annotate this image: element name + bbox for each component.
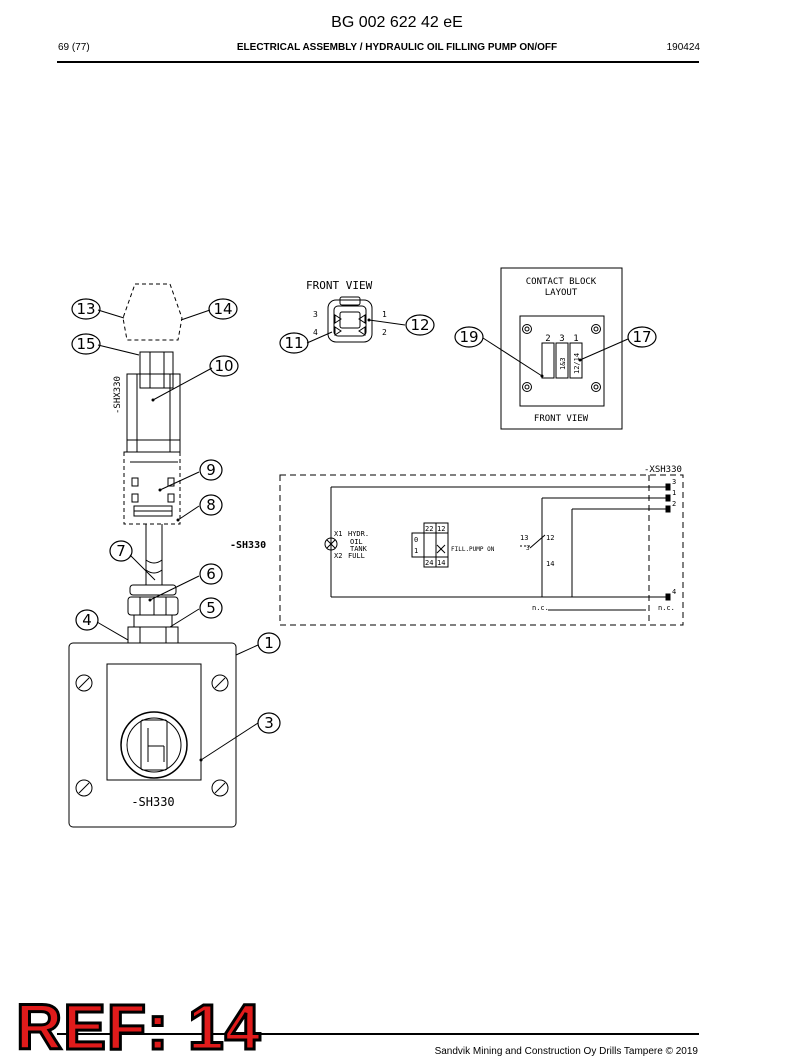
lamp-text-4: FULL [348,552,365,560]
wiring-diagram [279,474,684,626]
callout-10: 10 [214,357,233,375]
switch-14-label: 14 [546,560,554,568]
terminal-1-label: 1 [672,489,676,497]
callout-14: 14 [213,300,232,318]
contact-cell-1: 1&3 [559,357,567,370]
footer-rule [57,1033,699,1035]
pin-3-label: 3 [313,310,318,319]
callout-11: 11 [284,334,303,352]
lamp-text-2: OIL [350,538,363,546]
contact-number-3: 3 [559,334,564,344]
page-number: 69 (77) [58,42,90,53]
callout-13: 13 [76,300,95,318]
relay-12-label: 12 [437,525,445,533]
relay-1-label: 1 [414,547,418,555]
nc-label-1: n.c. [532,604,549,612]
relay-24-label: 24 [425,559,433,567]
callout-3: 3 [264,714,274,732]
lamp-text-1: HYDR. [348,530,369,538]
relay-0-label: 0 [414,536,418,544]
switch-3-label: 3 [526,545,530,552]
page-title: ELECTRICAL ASSEMBLY / HYDRAULIC OIL FILL… [236,42,558,53]
connector-id-label: -SHX330 [113,376,123,414]
callout-1: 1 [264,634,274,652]
callout-6: 6 [206,565,216,583]
callout-9: 9 [206,461,216,479]
callout-5: 4 [82,611,92,629]
nc-label-2: n.c. [658,604,675,612]
callout-17: 17 [632,328,651,346]
switch-13-label: 13 [520,534,528,542]
connector-front-view [327,296,373,343]
switch-plate-label: -SH330 [131,795,174,809]
copyright-footer: Sandvik Mining and Construction Oy Drill… [434,1046,698,1057]
lamp-x2-label: X2 [334,552,342,560]
fill-pump-label: FILL.PUMP ON [451,546,495,553]
callout-4: 5 [206,599,216,617]
connector-assembly [122,283,183,644]
contact-number-2: 2 [545,334,550,344]
contact-block-layout [500,267,623,430]
lamp-text-3: TANK [350,545,368,553]
pin-2-label: 2 [382,328,387,337]
callout-balloons [71,298,657,734]
leader-lines [96,309,629,761]
front-view-label: FRONT VIEW [306,279,373,292]
contact-number-1: 1 [573,334,578,344]
switch-id-label: -SH330 [230,540,266,551]
header-rule [57,61,699,63]
relay-22-label: 22 [425,525,433,533]
contact-cell-2: 12/14 [573,353,581,374]
terminal-4-label: 4 [672,588,676,596]
callout-12: 12 [410,316,429,334]
lamp-x1-label: X1 [334,530,342,538]
callout-15: 15 [76,335,95,353]
pin-4-label: 4 [313,328,318,337]
document-number: BG 002 622 42 eE [331,14,463,31]
callout-19: 19 [459,328,478,346]
drawing-labels: FRONT VIEW CONTACT BLOCK LAYOUT FRONT VI… [113,277,682,809]
leader-dots [148,318,582,762]
revision-date: 190424 [666,42,700,53]
switch-housing [68,642,237,828]
callout-7: 7 [116,542,126,560]
contact-block-subtitle: LAYOUT [545,288,578,298]
ref-watermark: REF: 14 [14,990,262,1064]
callout-numbers: 13 14 15 10 9 8 7 6 5 4 1 3 12 11 19 17 [76,300,651,732]
contact-front-view-label: FRONT VIEW [534,414,589,424]
contact-block-title: CONTACT BLOCK [526,277,597,287]
pin-1-label: 1 [382,310,387,319]
terminal-2-label: 2 [672,500,676,508]
callout-8: 8 [206,496,216,514]
switch-12-label: 12 [546,534,554,542]
terminal-id-label: -XSH330 [644,465,682,475]
relay-14-label: 14 [437,559,445,567]
terminal-3-label: 3 [672,478,676,486]
